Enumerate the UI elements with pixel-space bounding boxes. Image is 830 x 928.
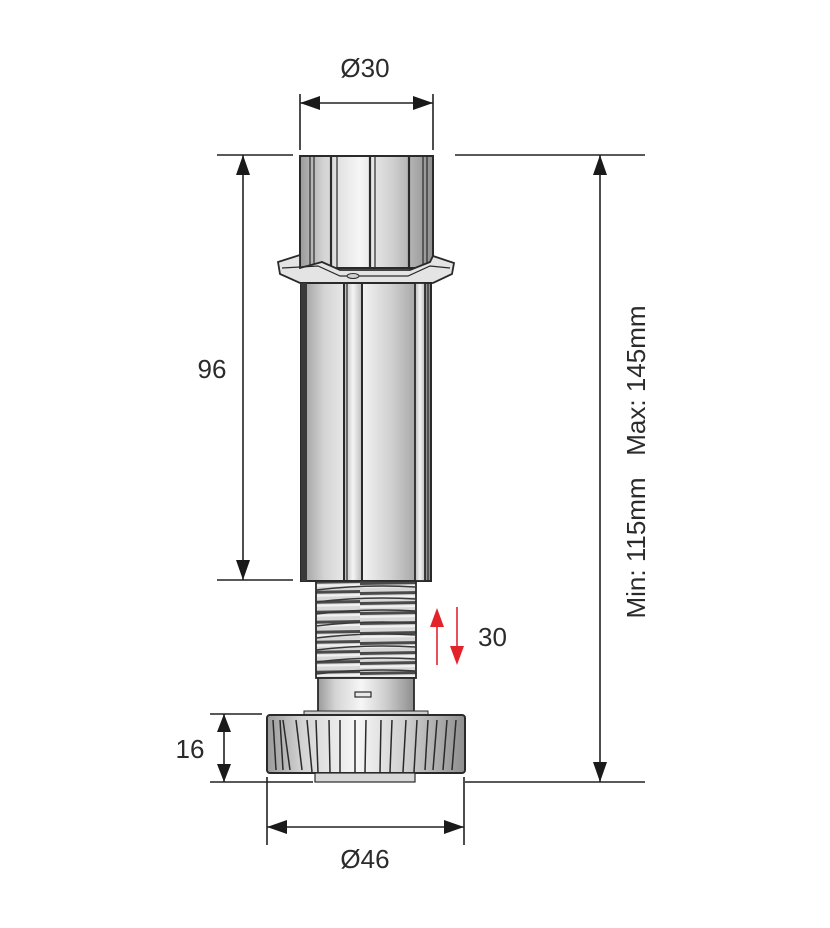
arrow-up-icon <box>430 608 444 627</box>
body-height-label: 96 <box>198 354 227 384</box>
main-body <box>300 282 432 582</box>
dimension-base-height: 16 <box>176 713 313 783</box>
adjustment-range-label: 30 <box>478 622 507 652</box>
base-foot <box>266 710 466 783</box>
arrow-down-icon <box>450 646 464 665</box>
collar-flange <box>276 253 456 284</box>
dimension-body-height: 96 <box>198 154 293 581</box>
leg-illustration <box>266 155 466 783</box>
threaded-spindle <box>315 580 417 715</box>
dimension-base-diameter: Ø46 <box>266 777 465 874</box>
top-diameter-label: Ø30 <box>340 53 389 83</box>
dimension-total-height: Min: 115mm Max: 145mm <box>455 154 651 783</box>
dimension-adjustment: 30 <box>430 607 507 665</box>
total-height-label: Min: 115mm Max: 145mm <box>621 305 651 618</box>
base-diameter-label: Ø46 <box>340 844 389 874</box>
dimension-top-diameter: Ø30 <box>299 53 434 150</box>
base-height-label: 16 <box>176 734 205 764</box>
top-cylinder <box>299 155 434 269</box>
